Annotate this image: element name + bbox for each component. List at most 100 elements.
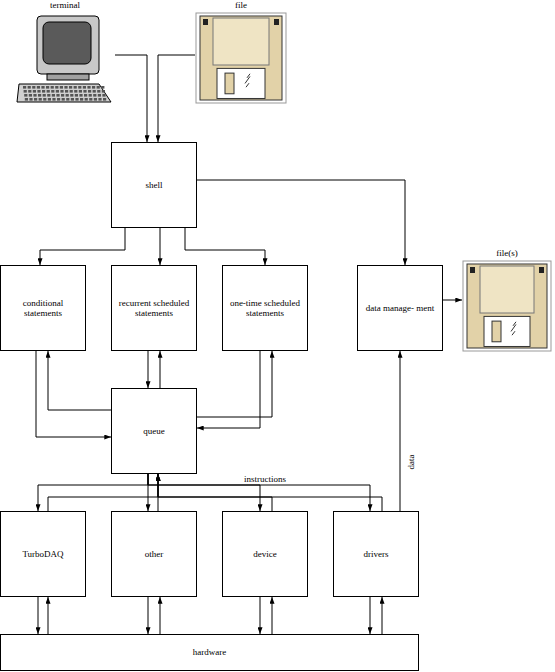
key [24,94,27,97]
key [93,90,96,93]
disk-shutter [484,316,530,346]
connector [197,180,405,265]
key [87,86,90,89]
monitor-base [47,74,89,80]
box-label: TurboDAQ [22,549,63,559]
connector [382,597,383,634]
connector [36,351,111,437]
key [60,90,63,93]
key [97,86,100,89]
photo-border [196,13,286,103]
box-label: hardware [193,647,226,657]
key [52,98,55,101]
process-box: one-time scheduled statements [222,265,308,351]
connector [185,228,265,265]
key [51,90,54,93]
key [79,90,82,93]
key [71,98,74,101]
connector [400,351,401,511]
key [88,90,91,93]
driver-box: TurboDAQ [0,511,86,597]
key [33,94,36,97]
connector [48,597,49,634]
icon-label: file [195,0,287,11]
key [102,94,105,97]
connector [160,597,161,634]
key [94,98,97,101]
key [33,90,36,93]
key [66,94,69,97]
shutter-marks [245,74,250,87]
box-label: recurrent scheduled statements [116,298,192,319]
key [34,98,37,101]
box-label: one-time scheduled statements [227,298,303,319]
disk-notch [203,19,208,25]
disk-body [467,264,547,348]
connector [272,597,273,634]
process-box: conditional statements [0,265,86,351]
connector [48,474,158,511]
key [37,86,40,89]
key [75,98,78,101]
key [23,86,26,89]
keyboard-keys [23,86,106,101]
icon-label: file(s) [462,248,552,259]
disk-notch [539,267,544,273]
key [83,90,86,93]
key [24,90,27,93]
key [47,90,50,93]
key [52,94,55,97]
key [37,90,40,93]
key [28,86,31,89]
key [48,98,51,101]
key [93,94,96,97]
key [92,86,95,89]
key [38,94,41,97]
key [28,90,31,93]
connector [197,351,260,428]
terminal-icon: terminal [15,0,115,106]
key [57,98,60,101]
driver-box: drivers [333,511,419,597]
key [74,86,77,89]
box-label: conditional statements [5,298,81,319]
key [97,90,100,93]
connector [443,300,462,301]
box-label: shell [146,180,163,190]
process-box: recurrent scheduled statements [111,265,197,351]
key [56,90,59,93]
terminal-picture [15,12,115,106]
driver-box: other [111,511,197,597]
connector [260,597,261,634]
disk-label [480,266,534,313]
queue-box: queue [111,388,197,474]
key [103,98,106,101]
connector [115,55,147,142]
key [74,90,77,93]
connector [40,228,125,265]
disk-notch [470,267,475,273]
hardware-box: hardware [0,634,419,671]
key [32,86,35,89]
connector [160,228,161,265]
process-box: data manage- ment [357,265,443,351]
box-label: drivers [364,549,389,559]
connector [148,351,149,388]
connector [148,597,149,634]
connector [48,351,111,410]
disk-shutter [217,68,265,98]
monitor-screen [43,22,91,64]
key [43,94,46,97]
file-icon: file(s) [462,248,552,354]
connector [148,474,370,511]
key [41,86,44,89]
key [98,98,101,101]
key [61,94,64,97]
box-label: device [253,549,276,559]
shutter-marks [511,322,516,335]
key [29,94,32,97]
box-label: queue [143,426,165,436]
key [55,86,58,89]
shutter-window [225,73,234,94]
